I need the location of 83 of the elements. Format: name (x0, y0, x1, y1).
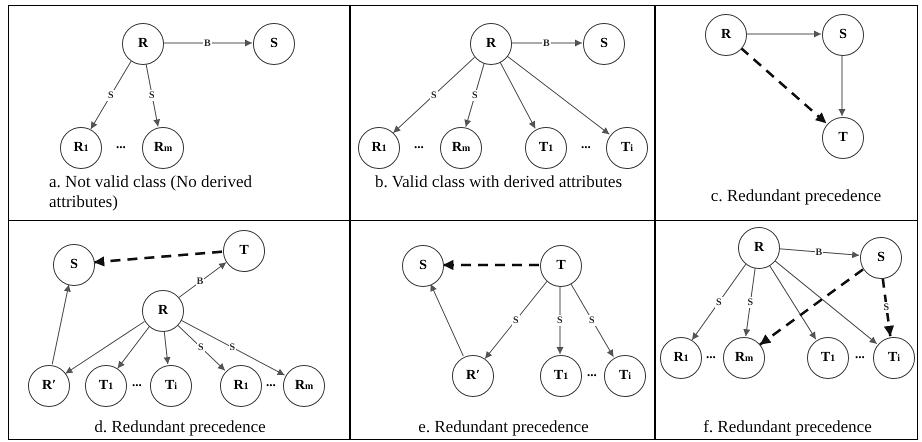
figure-panel (8, 220, 350, 440)
ellipsis: ... (587, 365, 597, 379)
edge-label: S (588, 314, 596, 326)
edge-label: S (512, 314, 520, 326)
circle-node: R (122, 23, 164, 65)
circle-node: T (223, 230, 265, 272)
edge-label: S (197, 342, 205, 353)
panel-caption: b. Valid class with derived attributes (375, 172, 624, 192)
ellipsis: ... (266, 375, 276, 389)
arrow (90, 60, 132, 130)
panel-caption: d. Redundant precedence (93, 417, 267, 437)
circle-node: R (142, 290, 184, 332)
arrow (65, 321, 145, 374)
arrow (464, 62, 485, 128)
arrow (484, 280, 548, 360)
arrow (146, 63, 160, 127)
edge-label: S (430, 90, 438, 100)
circle-node: S (53, 244, 95, 286)
edge-label: S (148, 90, 156, 100)
arrow (556, 286, 564, 354)
circle-node: S (860, 237, 902, 279)
arrow (506, 55, 610, 135)
dashed-arrow (881, 278, 894, 336)
arrow (164, 330, 171, 365)
circle-node: T (540, 245, 582, 287)
arrow (746, 30, 822, 38)
circle-node: S (253, 23, 295, 65)
dashed-arrow (94, 250, 222, 267)
circle-node: T (822, 117, 864, 159)
figure-panel (655, 5, 918, 221)
arrow (570, 282, 614, 358)
circle-node: S (402, 245, 444, 287)
circle-node: R (738, 227, 780, 269)
edge-label: S (882, 302, 890, 312)
edge-label: S (715, 296, 723, 308)
edge-label: S (107, 90, 115, 100)
circle-node: R (470, 23, 512, 65)
arrow (838, 54, 846, 116)
arrow (510, 40, 582, 46)
edge-label: S (746, 296, 754, 308)
figure-panel (655, 220, 918, 440)
ellipsis: ... (855, 347, 865, 361)
arrow (176, 324, 226, 371)
arrow (392, 56, 476, 134)
arrow (774, 260, 878, 344)
arrow (778, 248, 860, 258)
ellipsis: ... (414, 137, 424, 151)
circle-node: S (822, 14, 864, 56)
ellipsis: ... (132, 375, 142, 389)
figure-panel (350, 5, 655, 221)
circle-node: R (705, 14, 747, 56)
edge-label: B (203, 38, 212, 48)
arrow (768, 264, 816, 340)
edge-label: B (814, 246, 824, 258)
arrow (499, 61, 536, 129)
arrow (117, 326, 150, 369)
ellipsis: ... (706, 347, 716, 361)
edge-label: S (228, 342, 236, 353)
circle-node: S (583, 23, 625, 65)
arrow (180, 319, 285, 376)
arrow (52, 284, 71, 365)
edge-label: S (556, 314, 564, 326)
circle-node: R′ (28, 365, 70, 407)
edge-label: B (196, 276, 204, 288)
edge-label: B (542, 38, 551, 48)
edge-label: S (471, 90, 479, 100)
arrow (430, 284, 464, 356)
panel-caption: c. Redundant precedence (710, 186, 882, 206)
figure-panel (8, 5, 350, 221)
circle-node: R′ (452, 355, 494, 397)
ellipsis: ... (116, 137, 126, 151)
dashed-arrow (443, 260, 539, 270)
panel-caption: f. Redundant precedence (702, 417, 873, 437)
dashed-arrow (740, 46, 828, 124)
arrow (743, 267, 756, 337)
arrow (692, 264, 746, 340)
figure-panel (350, 220, 655, 440)
dashed-arrow (759, 268, 864, 346)
arrow (178, 262, 227, 298)
panel-caption: e. Redundant precedence (417, 417, 590, 437)
ellipsis: ... (581, 137, 591, 151)
panel-caption: a. Not valid class (No derived attributes) (49, 172, 253, 212)
arrow (162, 40, 252, 46)
